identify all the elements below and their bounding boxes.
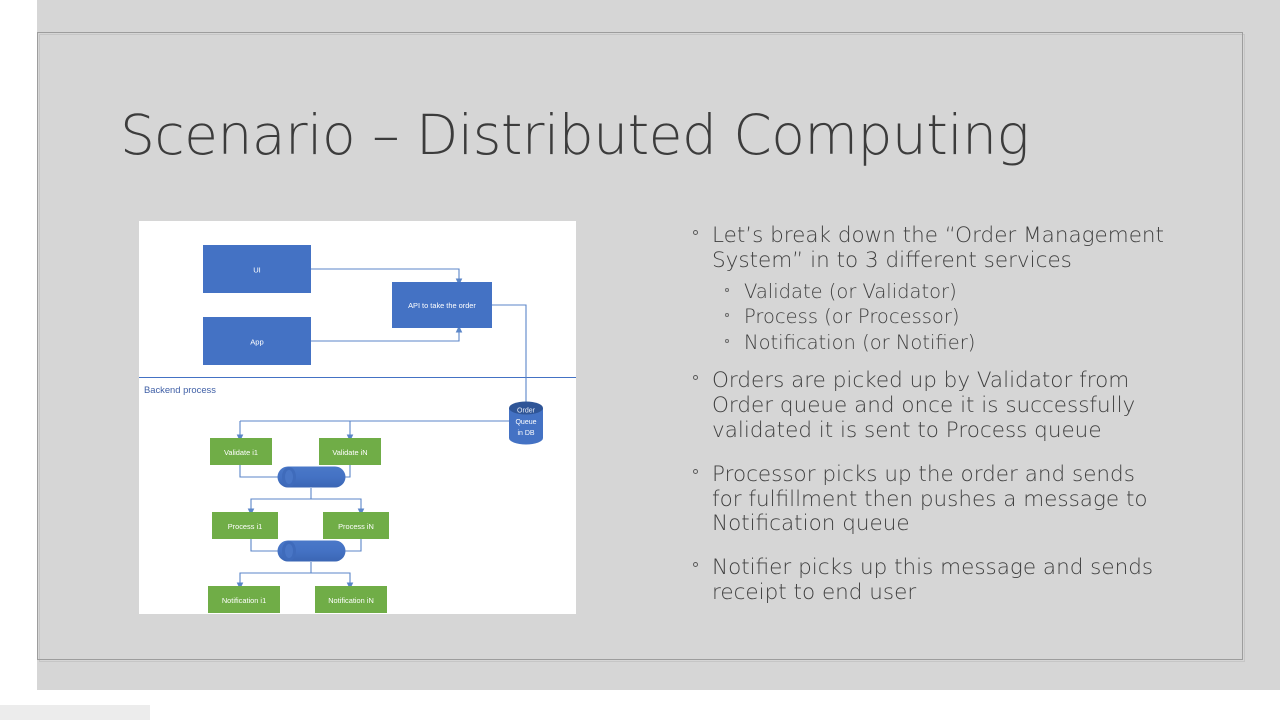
svg-text:in DB: in DB [517,430,534,437]
green-box-validate-in: Validate iN [319,438,381,465]
bullet-text: Notifier picks up this message and sends… [712,555,1154,605]
bullet-text: Orders are picked up by Validator from O… [712,368,1136,443]
green-box-notification-i1: Notification i1 [208,586,280,613]
bullet-item-3: Processor picks up the order and sends f… [688,461,1166,537]
bullet-text: Processor picks up the order and sends f… [712,461,1148,537]
svg-text:Notification i1: Notification i1 [222,596,266,605]
svg-text:Process iN: Process iN [338,522,374,531]
queue-pill-notification [277,540,346,562]
bullet-marker [693,375,698,381]
bullet-marker [725,313,729,318]
page-title: Scenario – Distributed Computing [120,103,1029,167]
connector-validate-i1-to-process-queue [239,465,290,481]
bullet-item-2: Orders are picked up by Validator from O… [688,369,1166,443]
connector-notification-queue-to-notification-in [311,572,354,590]
bullet-spacer [688,355,1166,369]
svg-text:API to take the order: API to take the order [408,301,476,310]
bullet-spacer [688,449,1166,463]
architecture-diagram: Backend process UI App API to take the o… [139,221,576,614]
queue-pill-process [277,466,346,488]
svg-text:Process i1: Process i1 [228,522,263,531]
blue-box-app: App [203,317,311,365]
connector-notification-queue-to-notification-i1 [236,562,312,590]
connector-api-to-queue [492,304,527,403]
bullet-marker [725,287,729,292]
connector-process-i1-to-notification-queue [250,539,290,555]
connector-app-to-api [311,325,463,342]
bullet-marker [693,468,698,474]
green-box-process-i1: Process i1 [212,512,278,539]
slide-frame-shadow [39,34,1245,662]
svg-text:Order: Order [517,408,536,415]
sub-bullet-notification: Notification (or Notifier) [688,330,1166,356]
svg-text:UI: UI [253,266,261,275]
connector-process-queue-to-process-in [311,498,365,516]
svg-text:App: App [250,338,264,347]
bullet-list: Let’s break down the “Order Management S… [688,223,1166,611]
sub-bullet-process: Process (or Processor) [688,304,1166,330]
bottom-faint-strip [0,705,150,720]
green-box-validate-i1: Validate i1 [210,438,272,465]
backend-process-label: Backend process [144,384,216,395]
svg-text:Validate iN: Validate iN [332,448,367,457]
blue-box-api: API to take the order [392,282,492,328]
sub-bullet-text: Notification (or Notifier) [744,330,976,354]
bullet-spacer [688,542,1166,556]
slide-bottom-margin [0,690,1280,720]
green-box-process-in: Process iN [323,512,389,539]
sub-bullet-text: Process (or Processor) [744,305,960,329]
blue-box-ui: UI [203,245,311,293]
slide-frame-border [37,32,1243,660]
bullet-text: Let’s break down the “Order Management S… [712,223,1164,273]
bullet-item-1: Let’s break down the “Order Management S… [688,223,1166,274]
bullet-marker [693,562,698,568]
green-box-notification-in: Notification iN [315,586,387,613]
order-queue-database: Order Queue in DB [509,401,543,445]
bullet-marker [693,230,698,235]
bullet-sublist-1: Validate (or Validator) Process (or Proc… [688,279,1166,356]
connector-ui-to-api [311,268,463,286]
svg-text:Queue: Queue [515,419,536,426]
svg-text:Validate i1: Validate i1 [224,448,258,457]
bullet-marker [725,338,729,343]
sub-bullet-text: Validate (or Validator) [744,279,957,303]
svg-text:Notification iN: Notification iN [328,596,374,605]
connector-process-queue-to-process-i1 [247,488,312,516]
bullet-item-4: Notifier picks up this message and sends… [688,555,1166,606]
sub-bullet-validate: Validate (or Validator) [688,279,1166,305]
